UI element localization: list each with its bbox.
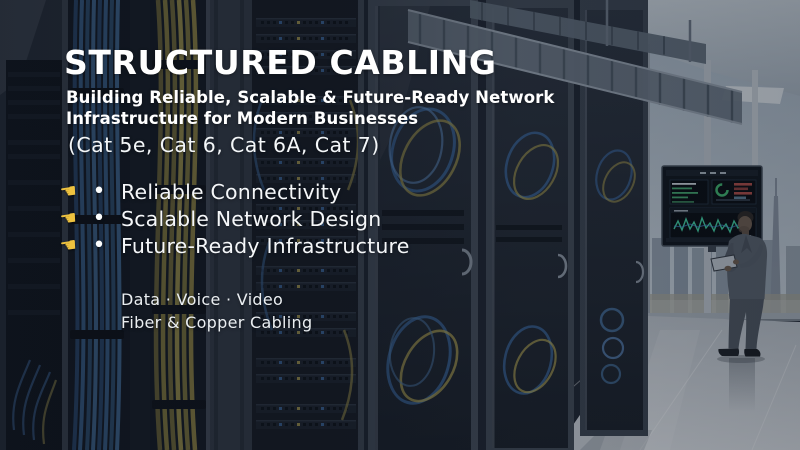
services-line-1: Data · Voice · Video (121, 290, 284, 309)
bullet-dot-icon: • (92, 178, 106, 204)
pointing-hand-icon: ☚ (58, 233, 79, 258)
feature-item: ☚ • Scalable Network Design (58, 205, 410, 232)
subtitle-line-1: Building Reliable, Scalable & Future-Rea… (66, 88, 555, 107)
feature-label: Future-Ready Infrastructure (121, 233, 410, 258)
cable-standards: (Cat 5e, Cat 6, Cat 6A, Cat 7) (68, 133, 380, 157)
pointing-hand-icon: ☚ (58, 206, 79, 231)
services-line-2: Fiber & Copper Cabling (121, 312, 313, 332)
feature-label: Scalable Network Design (121, 206, 382, 231)
feature-item: ☚ • Future-Ready Infrastructure (58, 232, 410, 259)
feature-label: Reliable Connectivity (121, 179, 342, 204)
feature-item: ☚ • Reliable Connectivity (58, 178, 410, 205)
feature-list: ☚ • Reliable Connectivity ☚ • Scalable N… (58, 178, 410, 259)
bullet-dot-icon: • (92, 205, 106, 231)
pointing-hand-icon: ☚ (58, 179, 79, 204)
subtitle-line-2: Infrastructure for Modern Businesses (66, 109, 419, 128)
page-title: STRUCTURED CABLING (64, 43, 497, 82)
bullet-dot-icon: • (92, 232, 106, 258)
subtitle: Building Reliable, Scalable & Future-Rea… (66, 87, 554, 129)
